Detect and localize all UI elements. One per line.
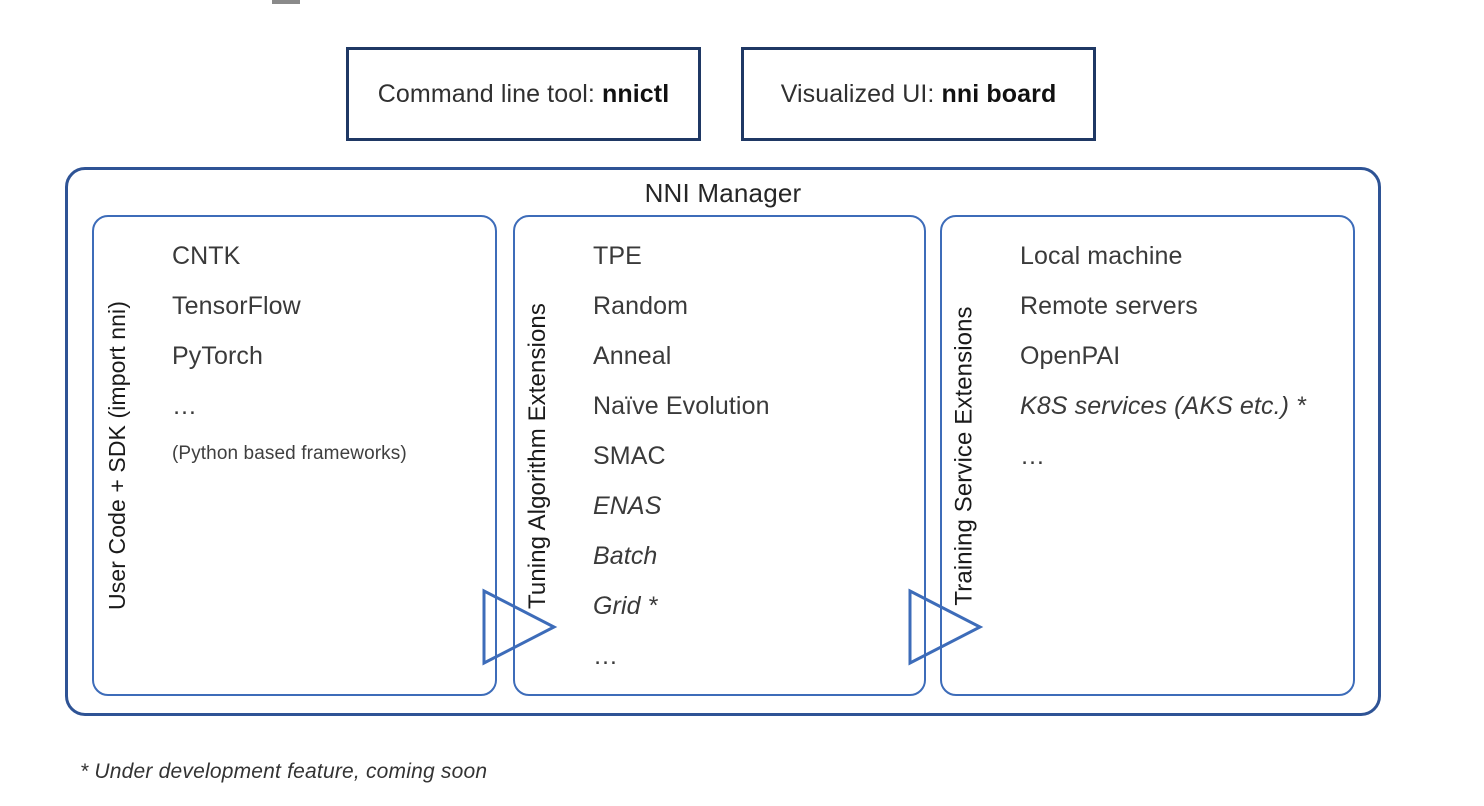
column-training-service-items: Local machine Remote servers OpenPAI K8S…: [1020, 231, 1343, 481]
column-user-code-items: CNTK TensorFlow PyTorch … (Python based …: [172, 231, 485, 477]
list-item: TensorFlow: [172, 292, 301, 320]
list-item: Grid *: [593, 592, 658, 620]
list-item: Batch: [593, 542, 658, 570]
column-tuning-algorithm-extensions: Tuning Algorithm Extensions TPE Random A…: [513, 215, 926, 696]
list-item-ellipsis: …: [172, 392, 198, 420]
clipped-top-artifact: [272, 0, 300, 4]
command-line-tool-prefix: Command line tool:: [377, 79, 602, 108]
visualized-ui-emphasis: nni board: [941, 79, 1057, 108]
visualized-ui-label: Visualized UI: nni board: [781, 80, 1057, 109]
list-item-ellipsis: …: [593, 642, 619, 670]
visualized-ui-box[interactable]: Visualized UI: nni board: [741, 47, 1096, 141]
list-item: SMAC: [593, 442, 666, 470]
arrow-right-icon: [482, 588, 558, 666]
column-training-service-extensions: Training Service Extensions Local machin…: [940, 215, 1355, 696]
list-item: Anneal: [593, 342, 672, 370]
list-item-ellipsis: …: [1020, 442, 1046, 470]
column-user-code: User Code + SDK (import nni) CNTK Tensor…: [92, 215, 497, 696]
list-item: Naïve Evolution: [593, 392, 770, 420]
nni-manager-title: NNI Manager: [644, 178, 802, 208]
footnote-under-development: * Under development feature, coming soon: [80, 760, 488, 783]
column-user-code-vertical-label: User Code + SDK (import nni): [103, 301, 130, 610]
command-line-tool-emphasis: nnictl: [601, 79, 670, 108]
command-line-tool-box[interactable]: Command line tool: nnictl: [346, 47, 701, 141]
arrow-right-icon: [908, 588, 984, 666]
list-item: Random: [593, 292, 689, 320]
list-item: CNTK: [172, 242, 241, 270]
list-item: Remote servers: [1020, 292, 1198, 320]
list-item: OpenPAI: [1020, 342, 1121, 370]
command-line-tool-label: Command line tool: nnictl: [378, 80, 670, 109]
list-item-note: (Python based frameworks): [172, 443, 407, 464]
list-item: K8S services (AKS etc.) *: [1020, 392, 1306, 420]
list-item: TPE: [593, 242, 642, 270]
visualized-ui-prefix: Visualized UI:: [780, 79, 942, 108]
list-item: Local machine: [1020, 242, 1183, 270]
list-item: PyTorch: [172, 342, 264, 370]
list-item: ENAS: [593, 492, 662, 520]
column-tuning-items: TPE Random Anneal Naïve Evolution SMAC E…: [593, 231, 914, 681]
